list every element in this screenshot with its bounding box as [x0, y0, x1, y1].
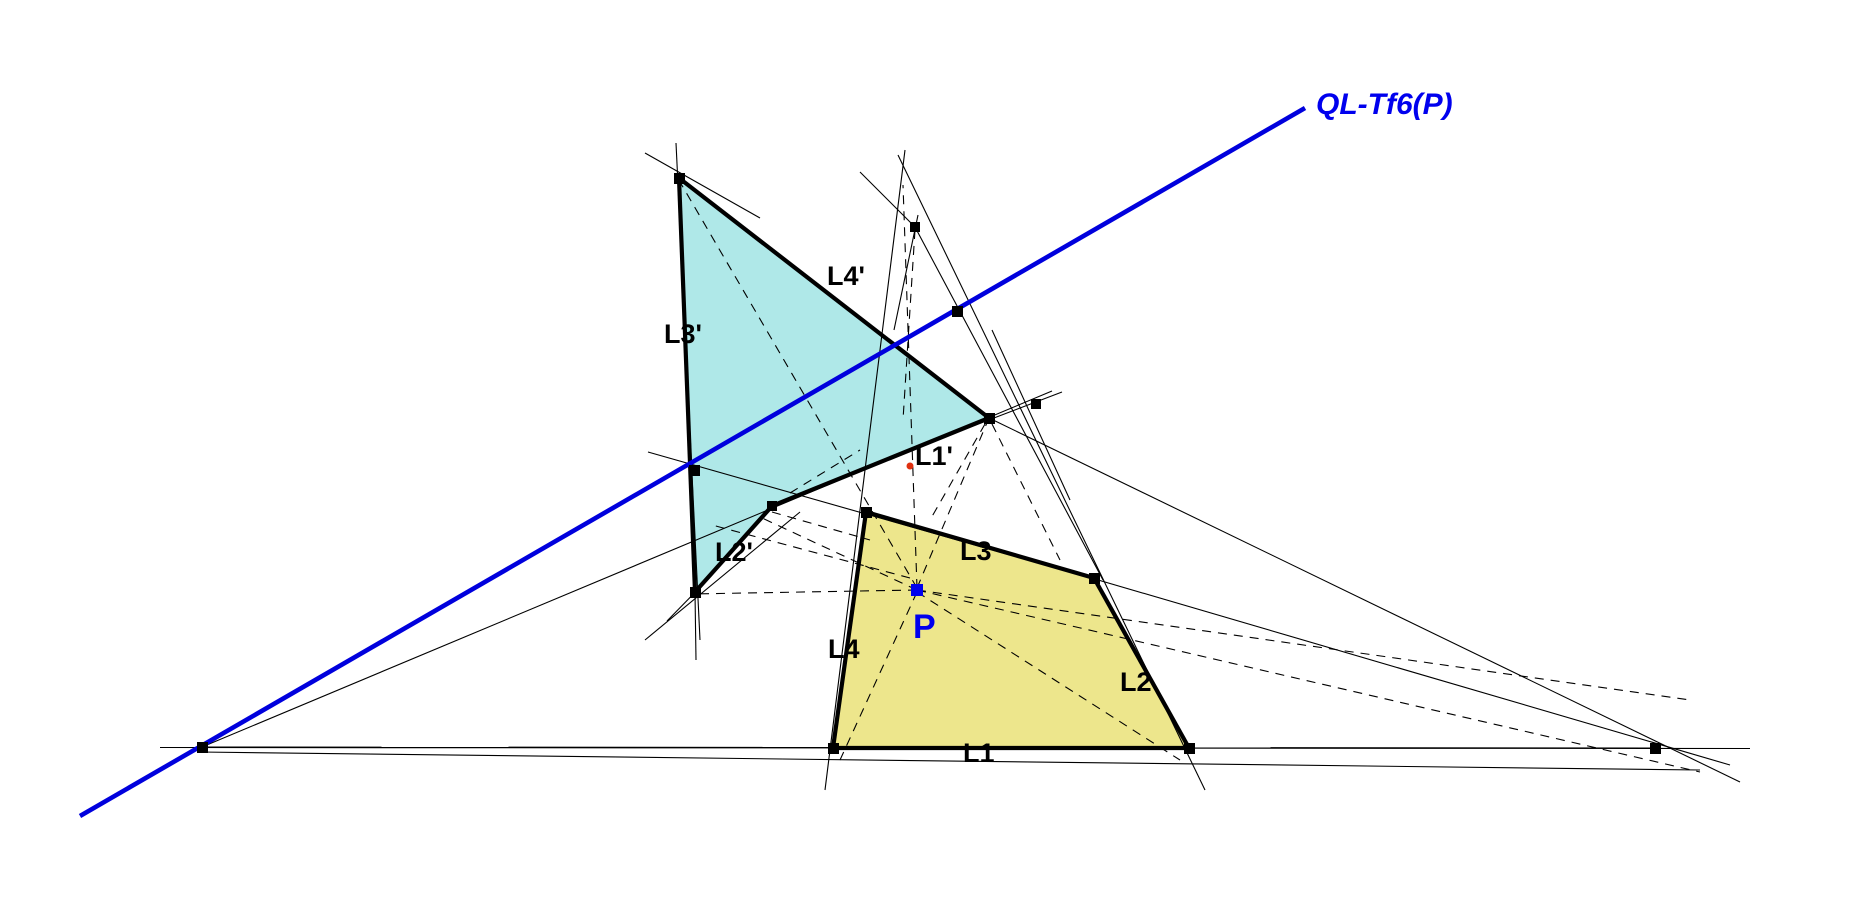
node-point	[910, 222, 920, 232]
line-bottom-left-oblique	[644, 511, 801, 641]
quad-original-fill	[833, 512, 1189, 748]
dashed-p-to-right-mid	[916, 589, 1691, 701]
node-point	[861, 507, 872, 518]
node-point	[674, 173, 685, 184]
dashed-cyan-bottom-arc-a	[771, 511, 871, 541]
edge-l4	[830, 511, 869, 749]
dashed-cyan-right-drop	[929, 423, 986, 521]
edge-l2-prime	[693, 504, 774, 594]
ql-tf6-line	[78, 106, 1307, 818]
quad-edges	[676, 176, 1191, 751]
dashed-cyan-right-to-yellow	[991, 423, 1061, 561]
line-upper-node-descending	[914, 226, 1104, 581]
node-point	[828, 743, 839, 754]
edge-l4-prime	[677, 176, 991, 420]
dashed-p-to-right-far	[916, 589, 1701, 773]
label-l1: L1	[963, 738, 995, 768]
dashed-pencil-lines	[679, 181, 1701, 773]
node-point	[1184, 743, 1195, 754]
node-point	[1089, 573, 1100, 584]
line-vertical-stub-below-cyan	[694, 591, 697, 661]
point-p-group: P	[911, 584, 936, 646]
label-l2: L2	[1120, 667, 1152, 697]
dashed-p-down-right	[916, 591, 1181, 761]
point-p-label: P	[913, 608, 936, 646]
label-l3: L3	[960, 536, 992, 566]
dashed-cyan-bottom-arc-b	[789, 449, 861, 494]
dashed-p-to-left-cyan-mid	[761, 517, 918, 591]
label-l2-prime: L2'	[715, 537, 753, 567]
node-point	[689, 465, 700, 476]
label-l4-prime: L4'	[827, 261, 865, 291]
node-point	[690, 587, 701, 598]
dashed-p-to-left-upper	[711, 524, 911, 579]
dashed-p-up-left-long	[679, 181, 918, 589]
edge-l3	[865, 509, 1095, 581]
ql-tf6-label: QL-Tf6(P)	[1316, 88, 1453, 121]
node-point	[1650, 743, 1661, 754]
edge-l1-prime	[771, 416, 990, 508]
node-point	[984, 413, 995, 424]
quad-fills	[679, 178, 1189, 748]
line-cyan-right-to-far-node	[988, 417, 1741, 783]
line-through-right-node	[991, 329, 1071, 501]
line-upper-node-rising-left	[859, 171, 916, 228]
quad-transformed-fill	[679, 178, 989, 592]
edge-l3-prime	[676, 177, 698, 593]
node-markers	[197, 173, 1661, 754]
line-left-node-to-right-node	[199, 751, 1701, 771]
node-point	[767, 501, 777, 511]
dashed-p-vertical-up	[902, 184, 918, 589]
node-point	[952, 306, 963, 317]
node-point	[197, 742, 208, 753]
line-upper-node-steep-left	[893, 214, 919, 331]
edge-l2	[1092, 576, 1191, 750]
label-l4: L4	[828, 634, 860, 664]
label-l3-prime: L3'	[664, 319, 702, 349]
node-point	[1031, 399, 1041, 409]
label-l1-prime: L1'	[915, 441, 953, 471]
construction-lines	[159, 142, 1751, 791]
red-marker-dot	[906, 462, 914, 470]
edge-labels: L4' L3' L1' L2' L3 L2 L1 L4	[664, 261, 1152, 768]
transform-line-group	[78, 106, 1307, 818]
line-top-left-oblique	[644, 152, 761, 219]
point-p-marker	[911, 584, 923, 596]
dashed-p-to-left-cyan-bottom	[689, 589, 918, 595]
